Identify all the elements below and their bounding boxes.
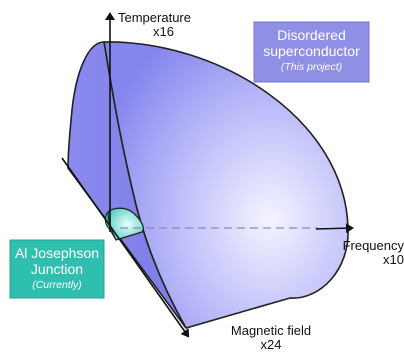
disordered-line1: Disordered	[277, 27, 346, 43]
magnetic-field-factor: x24	[260, 337, 282, 353]
disordered-line2: superconductor	[263, 43, 360, 60]
disordered-box	[253, 21, 370, 83]
magnetic-field-axis	[61, 157, 190, 338]
magnetic-field-label-text: Magnetic field	[230, 323, 312, 338]
temperature-factor: x16	[153, 24, 174, 40]
disordered-note: (This project)	[280, 61, 343, 74]
region-left-face	[67, 41, 187, 329]
al-junction-box	[9, 239, 105, 299]
al-junction-box-text: Al Josephson Junction (Currently)	[10, 245, 104, 291]
frequency-label-text: Frequency	[342, 238, 404, 253]
al-junction-note: (Currently)	[32, 279, 82, 292]
magnetic-field-label: Magnetic field x24	[216, 323, 326, 353]
temperature-label-text: Temperature	[118, 10, 191, 25]
al-junction-line2: Junction	[30, 261, 84, 278]
al-junction-line1: Al Josephson	[14, 245, 100, 261]
disordered-superconductor-region	[67, 41, 349, 329]
disordered-box-text: Disordered superconductor (This project)	[254, 27, 369, 73]
frequency-axis	[315, 223, 354, 234]
frequency-factor: x10	[383, 252, 404, 268]
region-curved-surface	[103, 41, 349, 329]
frequency-label: Frequency x10	[330, 238, 404, 268]
small-region-face	[104, 210, 117, 241]
temperature-label: Temperature x16	[118, 10, 208, 40]
